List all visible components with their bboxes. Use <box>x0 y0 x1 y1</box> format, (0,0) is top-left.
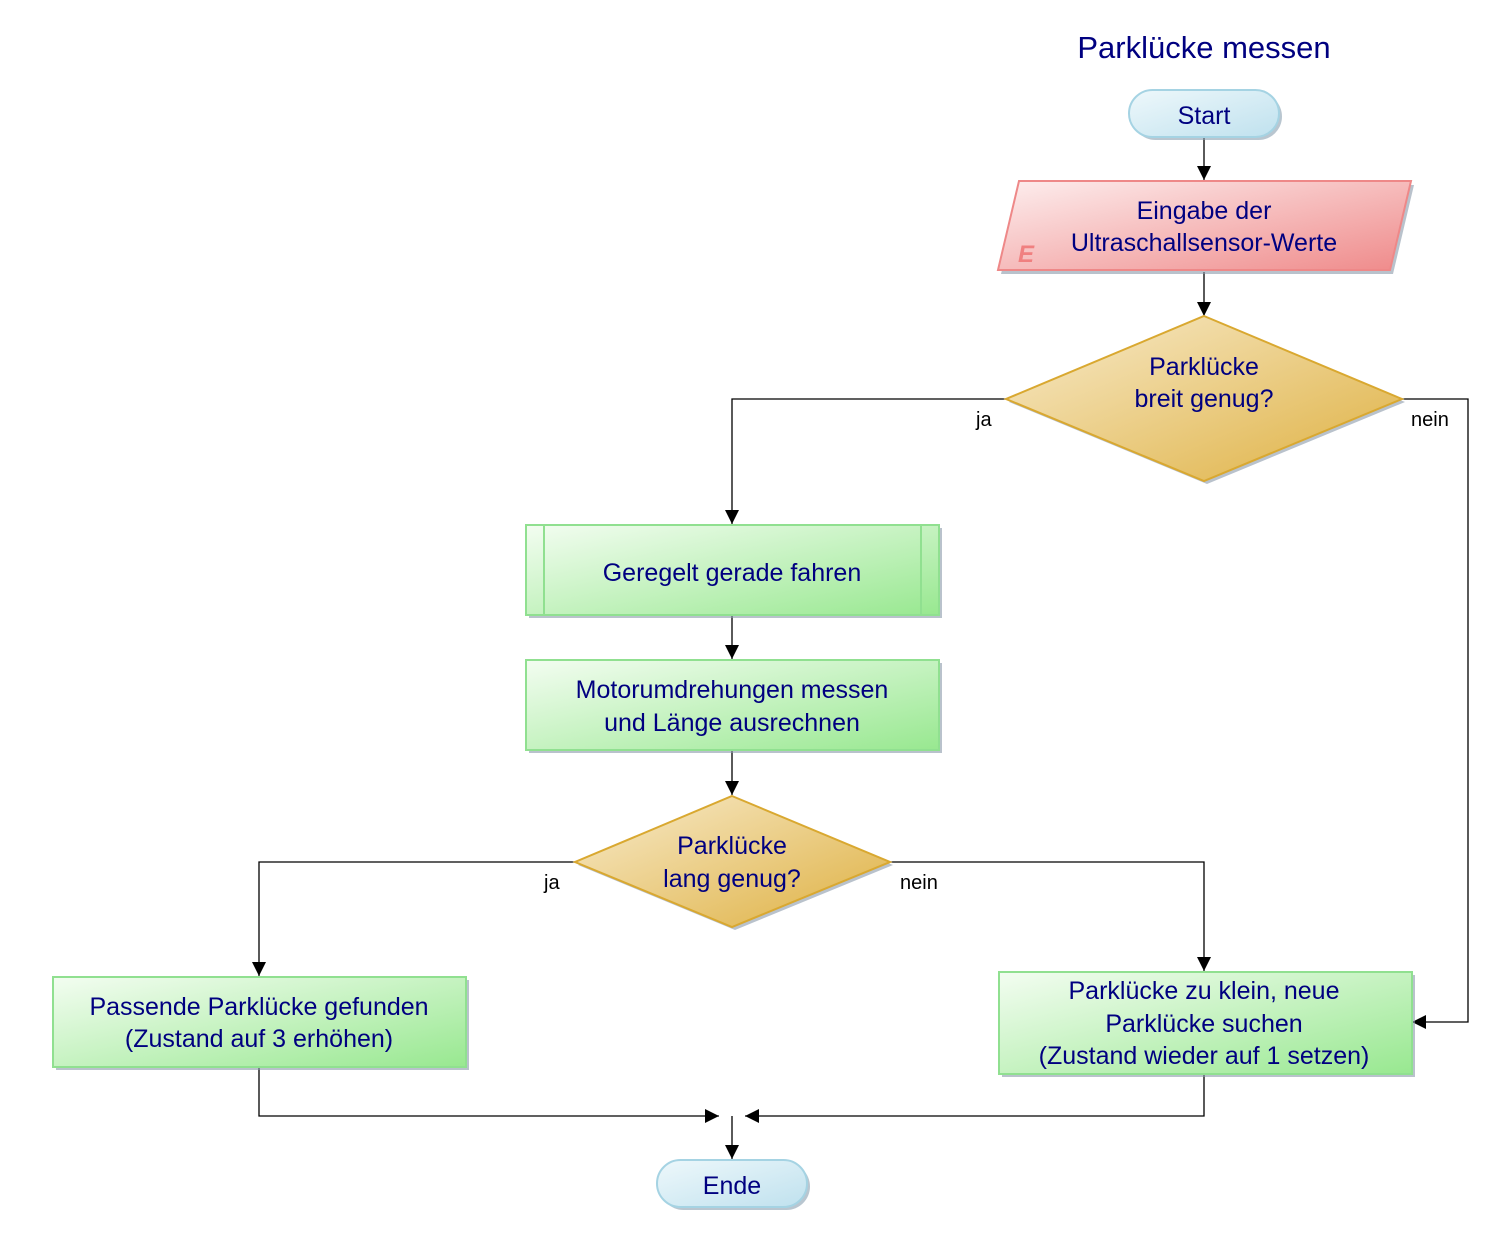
end-terminal[interactable]: Ende <box>656 1159 810 1210</box>
edge-toosmall-end <box>745 1074 1205 1123</box>
edge-label-d2-yes: ja <box>543 872 560 894</box>
input-label-line2: Ultraschallsensor-Werte <box>1071 229 1337 257</box>
start-terminal[interactable]: Start <box>1128 89 1282 140</box>
decision-lang-genug[interactable]: Parklücke lang genug? <box>572 794 893 930</box>
process-motorumdrehungen[interactable]: Motorumdrehungen messen und Länge ausrec… <box>525 659 942 753</box>
decision2-line1: Parklücke <box>677 832 787 860</box>
process1-line1: Motorumdrehungen messen <box>576 676 889 704</box>
process-parkluecke-zu-klein[interactable]: Parklücke zu klein, neue Parklücke suche… <box>998 971 1415 1077</box>
diagram-title: Parklücke messen <box>1077 30 1330 65</box>
edges <box>252 138 1469 1159</box>
process-passende-parkluecke[interactable]: Passende Parklücke gefunden (Zustand auf… <box>52 976 469 1070</box>
start-label: Start <box>1178 102 1231 130</box>
subprocess-label: Geregelt gerade fahren <box>603 559 862 587</box>
edge-decision2-yes <box>252 861 575 976</box>
subprocess-geregelt-fahren[interactable]: Geregelt gerade fahren <box>525 524 942 618</box>
found-line1: Passende Parklücke gefunden <box>89 993 428 1021</box>
decision1-line1: Parklücke <box>1149 353 1259 381</box>
decision-breit-genug[interactable]: Parklücke breit genug? <box>1003 314 1405 484</box>
end-label: Ende <box>703 1172 761 1200</box>
found-line2: (Zustand auf 3 erhöhen) <box>125 1025 393 1053</box>
input-badge-icon: E <box>1018 241 1035 268</box>
edge-label-d2-no: nein <box>900 872 938 894</box>
decision2-line2: lang genug? <box>663 865 801 893</box>
edge-decision1-no <box>1402 398 1469 1029</box>
edge-decision1-yes <box>725 398 1006 524</box>
edge-label-d1-yes: ja <box>975 409 992 431</box>
input-node[interactable]: E Eingabe der Ultraschallsensor-Werte <box>996 180 1414 274</box>
input-label-line1: Eingabe der <box>1137 197 1272 225</box>
process1-line2: und Länge ausrechnen <box>604 709 860 737</box>
toosmall-line3: (Zustand wieder auf 1 setzen) <box>1039 1042 1370 1070</box>
decision1-line2: breit genug? <box>1134 385 1273 413</box>
edge-label-d1-no: nein <box>1411 409 1449 431</box>
edge-found-end <box>258 1068 719 1123</box>
toosmall-line1: Parklücke zu klein, neue <box>1069 977 1340 1005</box>
edge-decision2-no <box>890 861 1211 971</box>
toosmall-line2: Parklücke suchen <box>1105 1010 1302 1038</box>
